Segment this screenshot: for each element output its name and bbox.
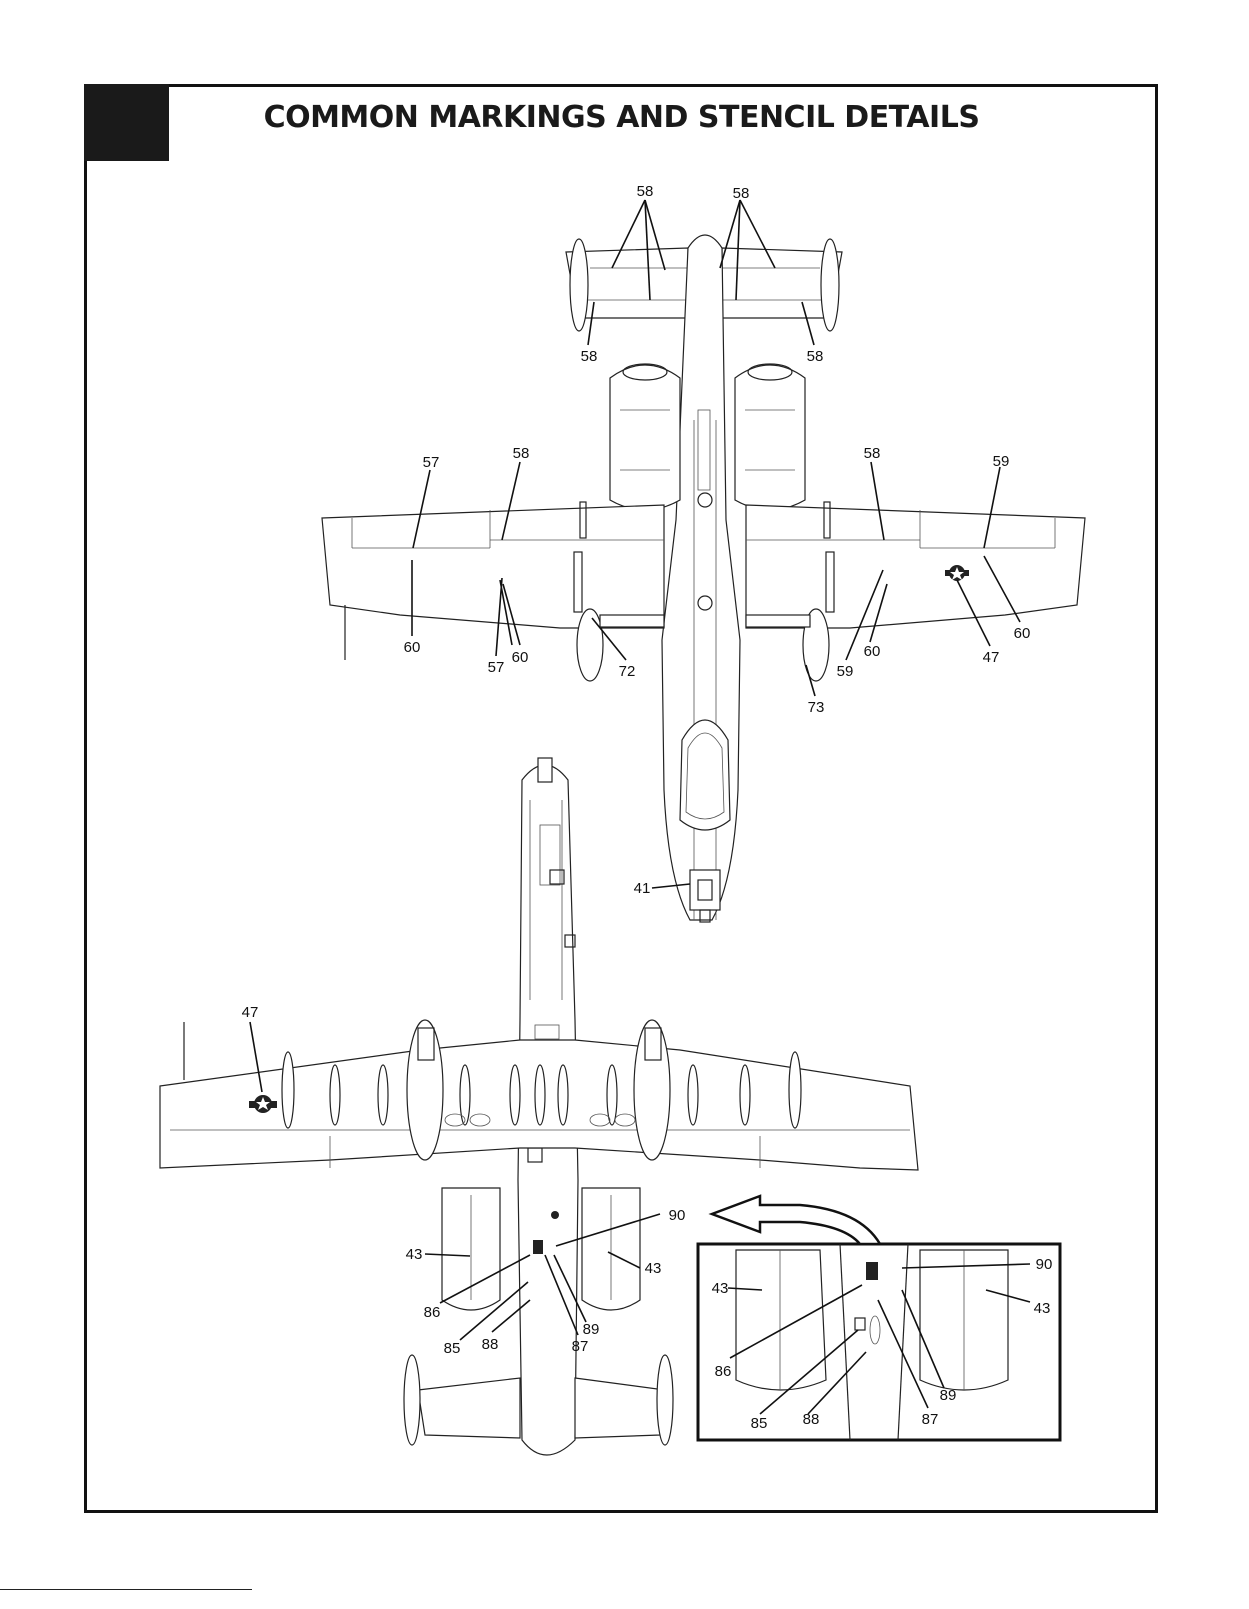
callout-60-inboard-left: 60 xyxy=(512,649,529,666)
callout-72: 72 xyxy=(619,663,636,680)
callout-60-inboard-right: 60 xyxy=(864,643,881,660)
callout-43-bottom-left: 43 xyxy=(406,1246,423,1263)
callout-58-top-left: 58 xyxy=(637,183,654,200)
callout-43-inset-left: 43 xyxy=(712,1280,729,1297)
callout-58-wing-right: 58 xyxy=(864,445,881,462)
callout-58-tail-right: 58 xyxy=(807,348,824,365)
callout-88-bottom: 88 xyxy=(482,1336,499,1353)
callout-85-bottom: 85 xyxy=(444,1340,461,1357)
callout-43-inset-right: 43 xyxy=(1034,1300,1051,1317)
bottom-rule xyxy=(0,1589,252,1590)
callout-89-bottom: 89 xyxy=(583,1321,600,1338)
detail-inset xyxy=(698,1244,1060,1440)
callout-88-inset: 88 xyxy=(803,1411,820,1428)
callout-87-bottom: 87 xyxy=(572,1338,589,1355)
callout-58-top-right: 58 xyxy=(733,185,750,202)
callout-85-inset: 85 xyxy=(751,1415,768,1432)
callout-73: 73 xyxy=(808,699,825,716)
callout-59-wing-right: 59 xyxy=(993,453,1010,470)
curved-arrow-icon xyxy=(712,1196,880,1244)
callout-60-wing-right: 60 xyxy=(1014,625,1031,642)
callout-57-inboard: 57 xyxy=(488,659,505,676)
callout-60-wing-left: 60 xyxy=(404,639,421,656)
callout-87-inset: 87 xyxy=(922,1411,939,1428)
callout-90-inset: 90 xyxy=(1036,1256,1053,1273)
callout-58-tail-left: 58 xyxy=(581,348,598,365)
top-view-aircraft xyxy=(322,235,1085,922)
callout-41: 41 xyxy=(634,880,651,897)
callout-89-inset: 89 xyxy=(940,1387,957,1404)
callout-86-bottom: 86 xyxy=(424,1304,441,1321)
callout-90-bottom: 90 xyxy=(669,1207,686,1224)
callout-47-top: 47 xyxy=(983,649,1000,666)
callout-47-bottom: 47 xyxy=(242,1004,259,1021)
callout-57-wing-left: 57 xyxy=(423,454,440,471)
callout-43-bottom-right: 43 xyxy=(645,1260,662,1277)
callout-59-inboard: 59 xyxy=(837,663,854,680)
callout-86-inset: 86 xyxy=(715,1363,732,1380)
callout-58-wing-left: 58 xyxy=(513,445,530,462)
